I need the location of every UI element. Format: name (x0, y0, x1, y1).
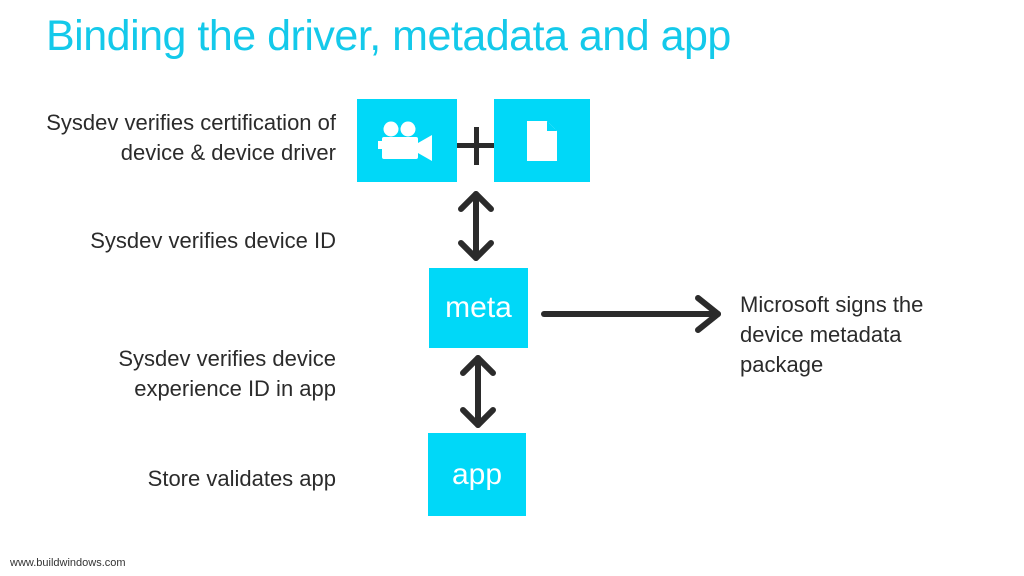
plus-horizontal-bar (457, 143, 496, 148)
step-store: Store validates app (148, 464, 336, 494)
signing-note: Microsoft signs the device metadata pack… (740, 290, 923, 380)
device-tile (357, 99, 457, 182)
step-device-id: Sysdev verifies device ID (90, 226, 336, 256)
app-tile: app (428, 433, 526, 516)
step-experience-id-line-2: experience ID in app (134, 376, 336, 401)
arrow-meta-sign-head (695, 295, 721, 333)
arrow-meta-app-head-up (460, 355, 496, 376)
signing-note-line-2: device metadata (740, 322, 902, 347)
footer-url: www.buildwindows.com (10, 557, 126, 569)
document-icon (527, 120, 557, 161)
step-experience-id: Sysdev verifies device experience ID in … (118, 344, 336, 404)
step-store-text: Store validates app (147, 466, 336, 491)
camera-icon (378, 121, 432, 161)
step-certification-line-1: Sysdev verifies certification of (46, 110, 336, 135)
arrow-driver-meta-head-up (458, 191, 494, 212)
step-device-id-text: Sysdev verifies device ID (90, 228, 336, 253)
meta-label: meta (445, 291, 512, 324)
arrow-meta-app-head-down (460, 407, 496, 428)
step-certification-line-2: device & device driver (120, 140, 336, 165)
step-experience-id-line-1: Sysdev verifies device (118, 346, 336, 371)
driver-tile (494, 99, 590, 182)
slide-title: Binding the driver, metadata and app (46, 12, 731, 60)
signing-note-line-1: Microsoft signs the (740, 292, 924, 317)
plus-vertical-bar (474, 127, 479, 165)
signing-note-line-3: package (740, 352, 824, 377)
step-certification: Sysdev verifies certification of device … (46, 108, 336, 168)
app-label: app (451, 457, 503, 491)
meta-tile: meta (429, 268, 528, 348)
arrow-driver-meta-head-down (458, 240, 494, 261)
